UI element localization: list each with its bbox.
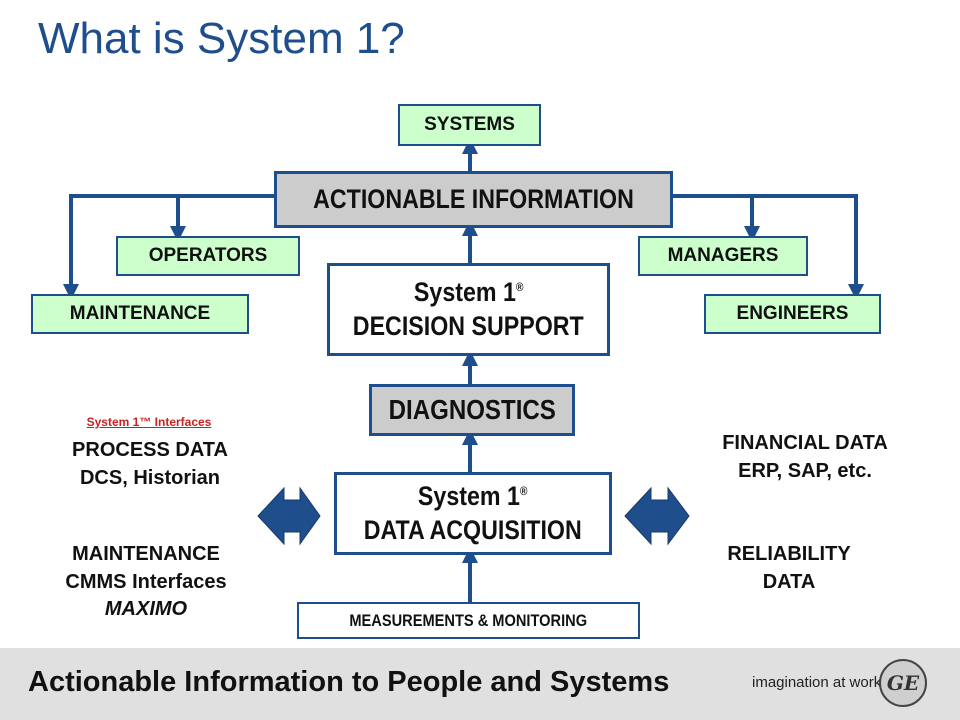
measurements-label: MEASUREMENTS & MONITORING (349, 610, 588, 630)
right-double-arrow (624, 486, 690, 546)
tagline: imagination at work (752, 674, 882, 691)
registered-mark: ® (515, 279, 524, 294)
decision-support-line2: DECISION SUPPORT (353, 310, 584, 341)
maximo-text: MAXIMO (104, 598, 188, 621)
data-acquisition-system-text: System 1 (418, 480, 521, 511)
financial-data-sources: ERP, SAP, etc. (738, 459, 872, 482)
operators-node: OPERATORS (116, 236, 300, 276)
ge-logo-icon: GE (879, 659, 927, 707)
maintenance-label: MAINTENANCE (69, 303, 211, 324)
process-data-block: PROCESS DATA DCS, Historian (32, 437, 268, 492)
ge-logo-text: GE (886, 671, 920, 695)
reliability-data-subtitle: DATA (762, 570, 816, 593)
measurements-node: MEASUREMENTS & MONITORING (297, 602, 640, 639)
registered-mark: ® (520, 483, 528, 498)
managers-label: MANAGERS (667, 245, 779, 266)
systems-label: SYSTEMS (424, 114, 515, 135)
operators-label: OPERATORS (148, 245, 268, 266)
arrow-to-engineers (673, 194, 864, 300)
actionable-information-label: ACTIONABLE INFORMATION (313, 184, 634, 214)
decision-support-line1: System 1® (414, 276, 524, 310)
maintenance-data-block: MAINTENANCE CMMS Interfaces MAXIMO (28, 541, 264, 624)
maintenance-data-title: MAINTENANCE (72, 543, 220, 565)
reliability-data-block: RELIABILITY DATA (676, 541, 902, 596)
interfaces-link[interactable]: System 1™ Interfaces (86, 415, 212, 429)
data-acquisition-line2: DATA ACQUISITION (363, 514, 582, 545)
managers-node: MANAGERS (638, 236, 808, 276)
cmms-interfaces-text: CMMS Interfaces (65, 570, 227, 593)
process-data-sources: DCS, Historian (79, 466, 221, 489)
arrow-to-maintenance (63, 194, 276, 300)
engineers-label: ENGINEERS (736, 303, 849, 324)
diagnostics-node: DIAGNOSTICS (369, 384, 575, 436)
decision-support-node: System 1® DECISION SUPPORT (327, 263, 610, 356)
data-acquisition-node: System 1® DATA ACQUISITION (334, 472, 612, 555)
left-double-arrow (257, 486, 321, 546)
footer-text: Actionable Information to People and Sys… (28, 666, 670, 698)
maintenance-node: MAINTENANCE (31, 294, 249, 334)
process-data-title: PROCESS DATA (72, 439, 228, 461)
diagnostics-label: DIAGNOSTICS (388, 394, 556, 425)
data-acquisition-line1: System 1® (418, 480, 528, 514)
financial-data-block: FINANCIAL DATA ERP, SAP, etc. (680, 430, 930, 485)
systems-node: SYSTEMS (398, 104, 541, 146)
financial-data-title: FINANCIAL DATA (722, 432, 888, 454)
page-title: What is System 1? (38, 14, 405, 63)
decision-support-system-text: System 1 (413, 276, 516, 307)
reliability-data-title: RELIABILITY (727, 543, 851, 565)
engineers-node: ENGINEERS (704, 294, 881, 334)
footer-bar: Actionable Information to People and Sys… (0, 648, 960, 720)
actionable-information-node: ACTIONABLE INFORMATION (274, 171, 673, 228)
